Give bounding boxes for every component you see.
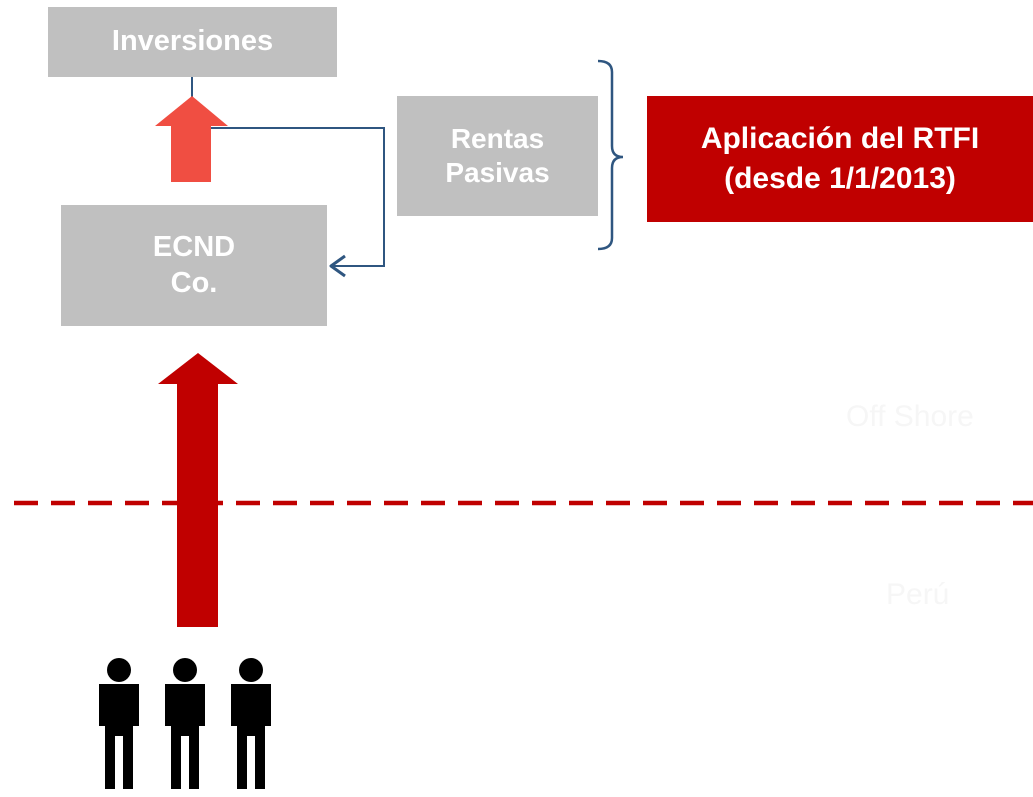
person-icon [231, 658, 271, 789]
connector-arrowhead [329, 254, 346, 278]
rtfi-box: Aplicación del RTFI (desde 1/1/2013) [647, 96, 1033, 222]
ecnd-box: ECND Co. [61, 205, 327, 326]
curly-brace [597, 59, 624, 251]
inversiones-box: Inversiones [48, 7, 337, 77]
red-up-arrow [158, 353, 238, 627]
ecnd-label-line2: Co. [170, 266, 218, 299]
peru-label: Perú [886, 578, 950, 611]
rentas-pasivas-box: Rentas Pasivas [397, 96, 598, 216]
person-icon [165, 658, 205, 789]
rentas-label-line1: Rentas [450, 122, 545, 154]
rentas-label-line2: Pasivas [445, 157, 550, 188]
rtfi-label-line2: (desde 1/1/2013) [724, 162, 956, 195]
light-red-up-arrow [155, 96, 228, 182]
person-icon [99, 658, 139, 789]
offshore-label: Off Shore [846, 400, 974, 433]
people-icon [99, 658, 271, 789]
inversiones-label: Inversiones [111, 25, 274, 58]
rtfi-label-line1: Aplicación del RTFI [700, 121, 980, 155]
ecnd-label-line1: ECND [152, 231, 236, 264]
